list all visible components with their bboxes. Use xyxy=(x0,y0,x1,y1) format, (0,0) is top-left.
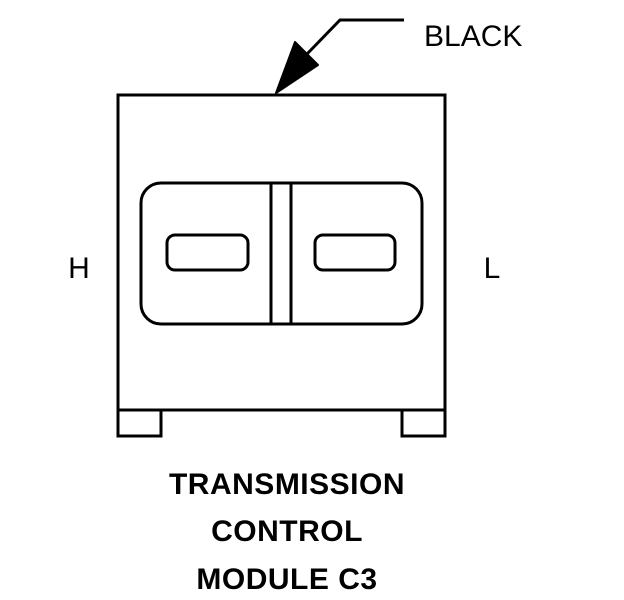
callout-leader-line xyxy=(305,18,404,56)
color-callout-label: BLACK xyxy=(424,20,522,53)
terminal-cavity xyxy=(139,181,424,326)
caption-line-2: CONTROL xyxy=(211,515,363,548)
connector-foot-right xyxy=(400,408,447,438)
caption-line-3: MODULE C3 xyxy=(196,563,378,596)
callout-arrowhead xyxy=(275,41,319,94)
caption-line-1: TRANSMISSION xyxy=(168,468,405,501)
connector-foot-left xyxy=(116,408,163,438)
terminal-label-l: L xyxy=(484,252,501,285)
callout-pointer xyxy=(275,18,404,94)
terminal-label-h: H xyxy=(68,252,90,285)
terminal-slot-h xyxy=(165,233,250,272)
terminal-slot-l xyxy=(313,233,397,272)
